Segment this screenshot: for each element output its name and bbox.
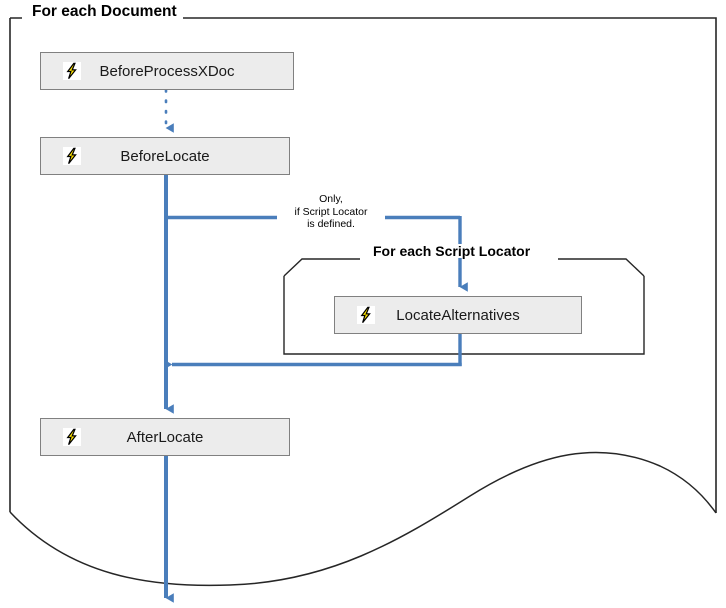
node-locate-alternatives[interactable]: LocateAlternatives — [334, 296, 582, 334]
group-frame-script-locator-top-left — [283, 258, 360, 277]
node-before-locate[interactable]: BeforeLocate — [40, 137, 290, 175]
lightning-bolt-icon — [63, 147, 81, 165]
lightning-bolt-icon — [63, 428, 81, 446]
group-frame-document-torn-edge — [9, 451, 717, 587]
group-frame-document — [10, 17, 717, 513]
group-title-for-each-script-locator: For each Script Locator — [366, 244, 538, 258]
edge-label-only-if-script-locator-is-defined: Only, if Script Locator is defined. — [277, 193, 385, 231]
group-frame-script-locator-top-right — [558, 258, 645, 277]
node-before-process-xdoc[interactable]: BeforeProcessXDoc — [40, 52, 294, 90]
lightning-bolt-icon — [63, 62, 81, 80]
edge-label-line-3: is defined. — [277, 218, 385, 231]
group-frame-script-locator-body — [283, 276, 645, 355]
edge-label-line-2: if Script Locator — [277, 205, 385, 218]
node-after-locate[interactable]: AfterLocate — [40, 418, 290, 456]
node-label: AfterLocate — [126, 428, 204, 446]
lightning-bolt-icon — [357, 306, 375, 324]
node-label: BeforeProcessXDoc — [99, 62, 235, 80]
node-label: BeforeLocate — [120, 147, 210, 165]
group-title-for-each-document: For each Document — [26, 4, 183, 20]
node-label: LocateAlternatives — [396, 306, 520, 324]
edge-label-line-1: Only, — [277, 193, 385, 206]
